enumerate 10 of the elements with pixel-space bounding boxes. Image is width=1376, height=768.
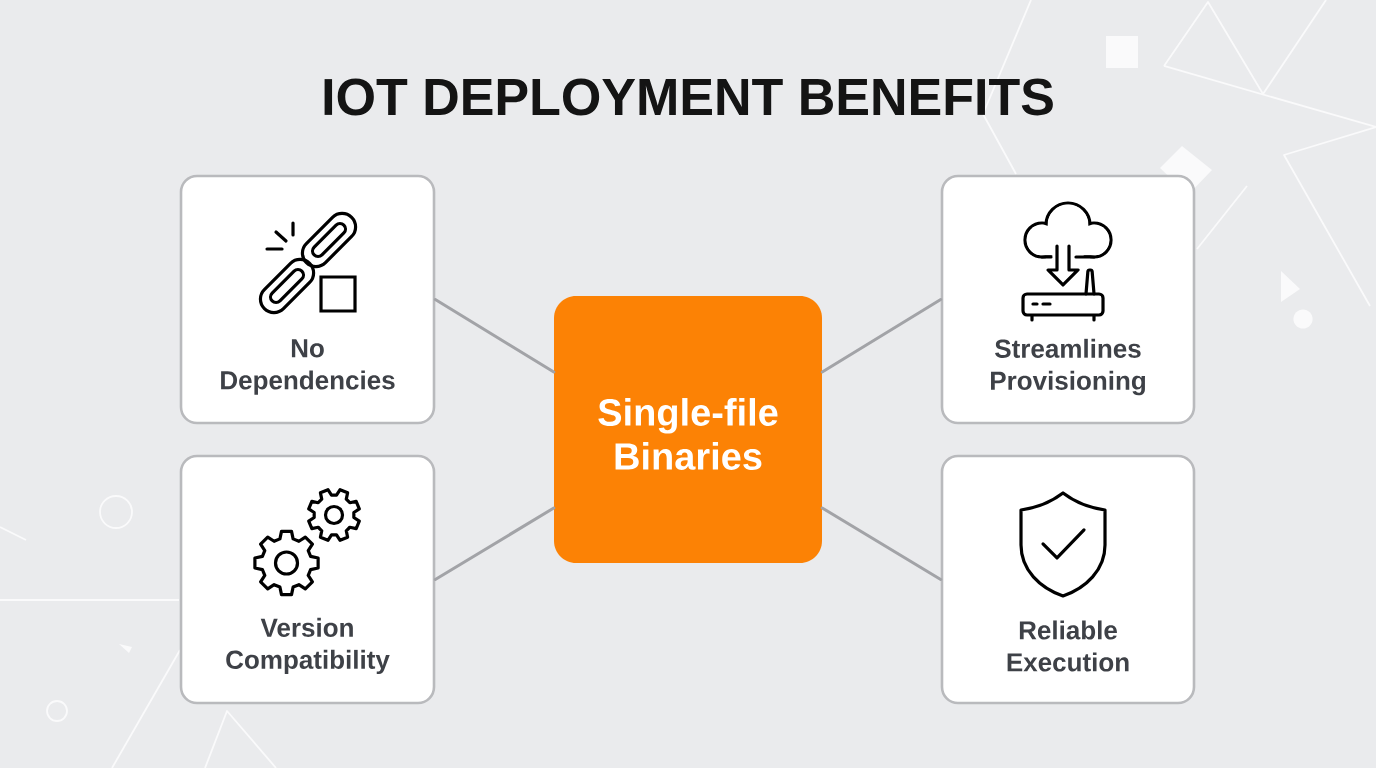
connector-line [820,298,943,374]
benefit-card: No Dependencies [179,174,436,425]
connector-line [820,506,943,581]
benefit-card: Version Compatibility [179,454,436,705]
title: IOT DEPLOYMENT BENEFITS [324,78,1053,116]
connector-line [433,506,556,581]
benefit-card: Reliable Execution [940,454,1196,705]
benefit-card: Streamlines Provisioning [940,174,1196,425]
hub-box: Single-file Binaries [554,296,822,563]
connector-line [433,298,556,374]
